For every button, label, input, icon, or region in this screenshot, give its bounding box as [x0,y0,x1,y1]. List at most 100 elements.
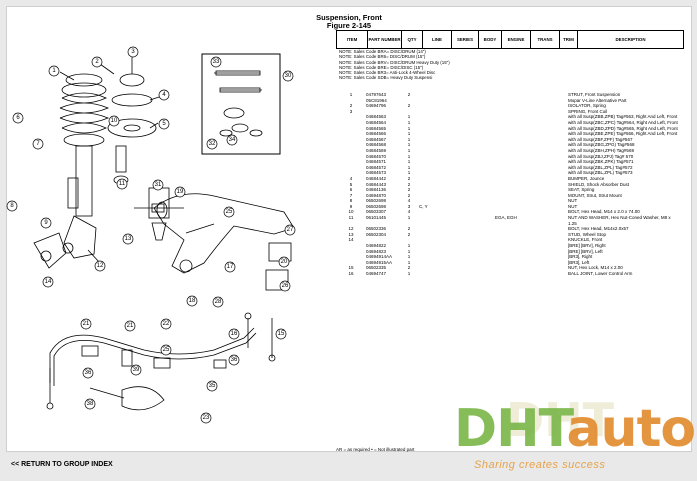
cell-description: [BR3], Right [568,254,593,260]
cell-qty: 2 [407,103,411,109]
svg-text:13: 13 [125,236,132,242]
cell-description: Mopar V-Line Alternative Part [568,97,627,103]
callout-markers [6,46,296,424]
svg-text:31: 31 [155,182,162,188]
parts-table-header: ITEM PART NUMBER QTY LINE SERIES BODY EN… [336,30,684,49]
return-to-group-index-link[interactable]: << RETURN TO GROUP INDEX [11,461,113,468]
cell-part-number: 04694914AA [366,254,393,260]
cell-description: with all Susp(ZBG,ZPG) Tag#568 [568,142,635,148]
cell-qty: 1 [407,164,411,170]
cell-description: BOLT, Hex Head, M14x2.0x57 [568,226,629,232]
table-footer-note: AR = as required • = Not illustrated par… [336,447,415,452]
cell-part-number: 04694870 [366,192,387,198]
cell-description: SPRING, Front Coil [568,108,608,114]
cell-qty: 2 [407,231,411,237]
note-line: NOTE: Sales Code BR3= Anti-Lock 4-Wheel … [339,70,436,76]
svg-text:21: 21 [83,321,90,327]
svg-text:8: 8 [10,203,14,209]
col-engine: ENGINE [502,31,531,48]
cell-qty: 1 [407,119,411,125]
cell-part-number: 06502698 [366,198,387,204]
note-line: NOTE: Sales Code BRA= DISC/DRUM (14") [339,49,426,54]
svg-text:25: 25 [163,347,170,353]
cell-item: 13 [348,231,354,237]
cell-qty: 2 [407,192,411,198]
svg-text:26: 26 [282,283,289,289]
cell-part-number: 04684564 [366,119,387,125]
svg-text:14: 14 [45,279,52,285]
note-line: NOTE: Sales Code BRV= DISC/DRUM Heavy Du… [339,59,450,65]
svg-text:27: 27 [287,227,294,233]
cell-part-number: 04684442 [366,175,387,181]
col-line: LINE [423,31,452,48]
cell-qty: 2 [407,265,411,271]
cell-part-number: 04684567 [366,136,387,142]
cell-trim [551,215,568,226]
cell-qty: 1 [407,125,411,131]
cell-part-number: 04694822 [366,243,387,249]
cell-part-number: 04684566 [366,131,387,137]
cell-line: C, Y [419,203,428,209]
cell-qty: 2 [407,226,411,232]
cell-part-number: 04684569 [366,147,387,153]
cell-qty: 4 [407,209,411,215]
cell-engine: EGA, EGH [495,215,517,221]
svg-text:17: 17 [227,264,234,270]
cell-trim [551,271,568,277]
watermark-tagline: Sharing creates success [474,459,606,471]
cell-qty: 2 [407,181,411,187]
watermark-logo: DHT DHTauto Sharing creates success [446,393,696,478]
cell-part-number: 04684563 [366,114,387,120]
cell-part-number: 04684570 [366,153,387,159]
cell-description: with all Susp(ZBE,ZPE) Tag#566, Right An… [568,131,678,137]
watermark-wordmark: DHTauto [454,399,696,459]
cell-qty: 1 [407,215,411,221]
cell-description: MOUNT, Strut, Strut Mount [568,192,622,198]
cell-part-number: 04684571 [366,159,387,165]
svg-text:36: 36 [85,370,92,376]
cell-description: with all Susp(ZBF,ZPF) Tag#567 [568,136,633,142]
cell-item: 1 [349,92,353,97]
watermark-logo-b: auto [566,399,696,459]
col-series: SERIES [452,31,479,48]
cell-item: 7 [349,192,353,198]
cell-item: 9 [349,203,353,209]
cell-description: BALL JOINT, Lower Control Arm [568,271,633,276]
cell-description: with all Susp(ZBD,ZPD) Tag#565, Right An… [568,125,678,131]
col-qty: QTY [402,31,423,48]
cell-qty: 1 [407,131,411,137]
cell-item: 14 [348,237,354,243]
cell-description: with all Susp(ZBH,ZPH) Tag#569 [568,147,634,153]
cell-description: BOLT, Hex Head, M14 x 2.0 x 74.00 [568,209,640,215]
cell-description: [BRE] [BRV], Right [568,243,606,249]
cell-series [447,271,473,277]
watermark-logo-a: DHT [454,399,567,459]
svg-text:20: 20 [281,259,288,265]
cell-qty: 2 [407,92,411,97]
cell-description: BUMPER, Jounce [568,175,605,181]
svg-text:18: 18 [189,298,196,304]
cell-part-number: 04684572 [366,164,387,170]
cell-description: SHIELD, Shock Absorber Dust [568,181,630,187]
cell-description: KNUCKLE, Front [568,237,603,243]
cell-description: with all Susp(ZBK,ZPK) Tag#571 [568,159,634,165]
cell-part-number: 04694915AA [366,259,393,265]
cell-part-number: 06502304 [366,231,387,237]
cell-part-number: 04694747 [366,271,387,276]
svg-text:28: 28 [215,299,222,305]
